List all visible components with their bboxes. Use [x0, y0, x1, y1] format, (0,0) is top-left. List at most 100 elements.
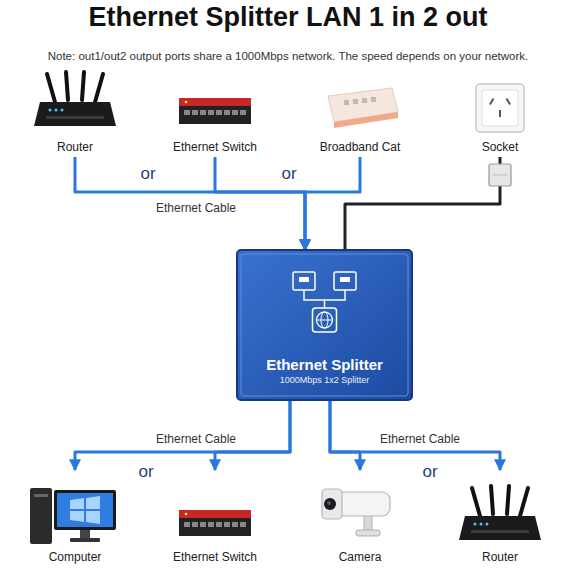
splitter-housing: [313, 308, 337, 332]
device-node: Ethernet Switch: [160, 470, 270, 567]
splitter-housing: [317, 312, 333, 328]
switch-icon: [185, 513, 188, 516]
switch-icon: [179, 98, 251, 106]
computer-icon: [57, 493, 113, 527]
router-icon: [459, 486, 541, 540]
socket-icon: [476, 84, 524, 132]
or-label: or: [422, 462, 437, 482]
splitter-housing: [237, 250, 412, 400]
computer-icon: [30, 488, 116, 544]
splitter-housing: [241, 254, 408, 396]
product-spec: 1000Mbps 1x2 Splitter: [280, 375, 370, 386]
device-node: Socket: [445, 68, 555, 157]
router-icon: [472, 488, 480, 516]
router-icon: [486, 523, 489, 526]
router-icon: [34, 72, 116, 126]
or-label: or: [138, 462, 153, 482]
switch-icon: [232, 110, 238, 115]
device-label: Ethernet Switch: [173, 550, 257, 565]
or-label: or: [281, 164, 296, 184]
switch-icon: [200, 522, 206, 527]
device-node: Router: [20, 68, 130, 157]
computer-icon: [30, 488, 52, 544]
title: Ethernet Splitter LAN 1 in 2 out: [0, 2, 576, 33]
splitter-housing: [237, 250, 412, 400]
switch-icon: [179, 98, 251, 124]
device-label: Camera: [339, 550, 382, 565]
router-icon: [459, 516, 541, 540]
switch-icon: [224, 110, 230, 115]
device-label: Broadband Cat: [320, 140, 401, 155]
device-node: Computer: [20, 470, 130, 567]
computer-icon: [80, 530, 90, 538]
modem-icon: [371, 97, 376, 102]
switch-icon: [192, 522, 198, 527]
switch-icon: [240, 110, 246, 115]
camera-icon: [322, 489, 390, 536]
modem-icon: [328, 88, 398, 128]
or-label: or: [140, 164, 155, 184]
device-node: Router: [445, 470, 555, 567]
switch-icon: [179, 106, 251, 124]
router-icon: [520, 488, 528, 516]
router-icon: [82, 72, 84, 100]
modem-icon: [353, 99, 358, 104]
switch-icon: [179, 510, 251, 518]
switch-icon: [216, 522, 222, 527]
switch-icon: [240, 522, 246, 527]
router-icon: [47, 74, 55, 102]
modem-icon: [334, 112, 398, 128]
socket-icon: [506, 98, 511, 105]
socket-icon: [489, 98, 494, 105]
router-icon: [66, 72, 68, 100]
product-name: Ethernet Splitter: [266, 356, 383, 375]
computer-icon: [34, 494, 48, 497]
switch-icon: [208, 110, 214, 115]
power-adapter: [493, 175, 507, 176]
switch-icon: [232, 522, 238, 527]
router-icon: [491, 486, 493, 514]
router-icon: [507, 486, 509, 514]
splitter-housing: [304, 290, 345, 308]
socket-icon: [482, 90, 518, 126]
switch-icon: [179, 510, 251, 536]
device-node: Broadband Cat: [305, 68, 415, 157]
camera-icon: [322, 489, 342, 519]
router-icon: [61, 109, 64, 112]
ethernet-cable: [330, 400, 360, 470]
splitter-box: Ethernet Splitter1000Mbps 1x2 Splitter: [237, 250, 412, 400]
router-icon: [471, 530, 529, 533]
camera-icon: [356, 530, 380, 536]
cable-label: Ethernet Cable: [380, 432, 460, 446]
power-adapter: [489, 164, 511, 186]
switch-icon: [179, 518, 251, 536]
computer-icon: [70, 496, 100, 524]
switch-icon: [200, 110, 206, 115]
power-cable: [345, 157, 500, 250]
note-text: Note: out1/out2 output ports share a 100…: [48, 50, 529, 62]
device-label: Computer: [49, 550, 102, 565]
splitter-housing: [340, 277, 350, 282]
device-label: Router: [482, 550, 518, 565]
device-node: Ethernet Switch: [160, 68, 270, 157]
ethernet-cable: [330, 400, 500, 470]
ethernet-cable: [75, 400, 290, 470]
computer-icon: [70, 538, 100, 542]
cable-label: Ethernet Cable: [156, 201, 236, 215]
splitter-housing: [293, 272, 315, 290]
switch-icon: [192, 110, 198, 115]
router-icon: [49, 109, 52, 112]
modem-icon: [344, 100, 349, 105]
splitter-housing: [299, 277, 309, 282]
device-label: Router: [57, 140, 93, 155]
modem-icon: [362, 98, 367, 103]
camera-icon: [324, 498, 336, 510]
ethernet-cable: [75, 157, 305, 250]
device-label: Ethernet Switch: [173, 140, 257, 155]
splitter-housing: [317, 320, 333, 321]
computer-icon: [54, 490, 116, 530]
switch-icon: [224, 522, 230, 527]
switch-icon: [184, 110, 190, 115]
